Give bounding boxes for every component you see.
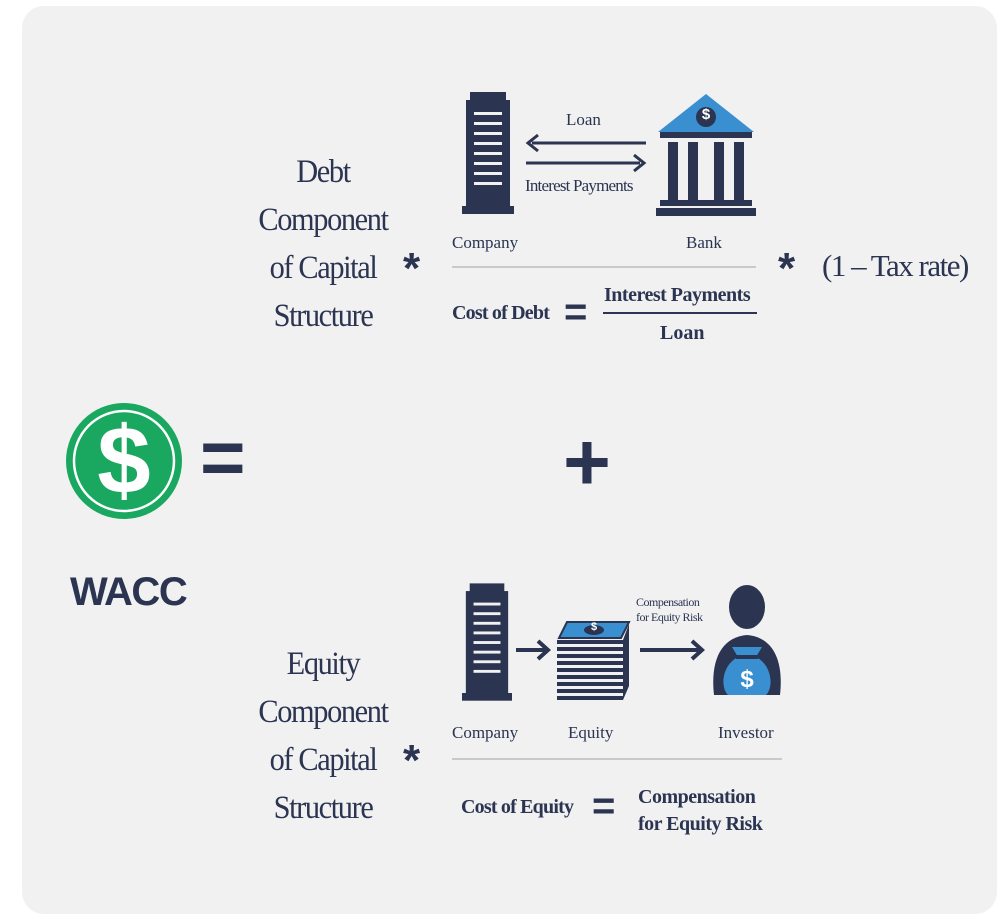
- loan-arrow-icon: [525, 133, 646, 153]
- debt-multiply-sign: *: [403, 244, 421, 293]
- debt-numerator: Interest Payments: [604, 284, 751, 306]
- plus-sign: +: [563, 417, 611, 508]
- debt-denominator: Loan: [660, 322, 705, 344]
- investor-icon: [713, 585, 781, 695]
- interest-arrow-label: Interest Payments: [525, 176, 634, 195]
- compensation-arrow-label: Compensation for Equity Risk: [636, 595, 703, 624]
- debt-fraction-bar: [603, 312, 757, 314]
- bank-icon: [656, 94, 756, 216]
- investor-label: Investor: [718, 723, 774, 742]
- company-building-icon: [462, 92, 514, 214]
- wacc-dollar-symbol: $: [97, 407, 151, 514]
- money-stack-dollar-symbol: $: [590, 621, 598, 633]
- equity-component-label: Equity Component of Capital Structure: [258, 646, 389, 826]
- tax-rate-term: (1 – Tax rate): [822, 248, 969, 283]
- arrow-right-icon: [640, 639, 705, 661]
- cost-of-equity-label: Cost of Equity: [461, 796, 574, 818]
- loan-arrow-label: Loan: [566, 110, 601, 129]
- interest-arrow-icon: [526, 153, 647, 173]
- cost-of-equity-result: Compensation for Equity Risk: [638, 786, 763, 835]
- arrow-right-icon: [516, 639, 551, 661]
- wacc-equals-sign: =: [200, 413, 246, 501]
- wacc-label: WACC: [70, 570, 188, 614]
- tax-multiply-sign: *: [778, 244, 796, 293]
- money-stack-icon: [557, 621, 631, 700]
- cost-of-equity-equals: =: [592, 784, 616, 828]
- equity-divider: [452, 758, 782, 760]
- equity-multiply-sign: *: [403, 736, 421, 785]
- cost-of-debt-equals: =: [564, 290, 588, 334]
- equity-company-label: Company: [452, 723, 519, 742]
- debt-component-label: Debt Component of Capital Structure: [258, 154, 389, 334]
- debt-company-label: Company: [452, 233, 519, 252]
- debt-divider: [452, 266, 756, 268]
- dollar-coin-icon: [66, 403, 182, 519]
- cost-of-debt-label: Cost of Debt: [452, 302, 550, 324]
- equity-label: Equity: [568, 723, 614, 742]
- bank-label: Bank: [686, 233, 722, 252]
- investor-dollar-symbol: $: [740, 666, 754, 693]
- company-building-icon: [462, 583, 512, 701]
- bank-dollar-symbol: $: [701, 106, 711, 123]
